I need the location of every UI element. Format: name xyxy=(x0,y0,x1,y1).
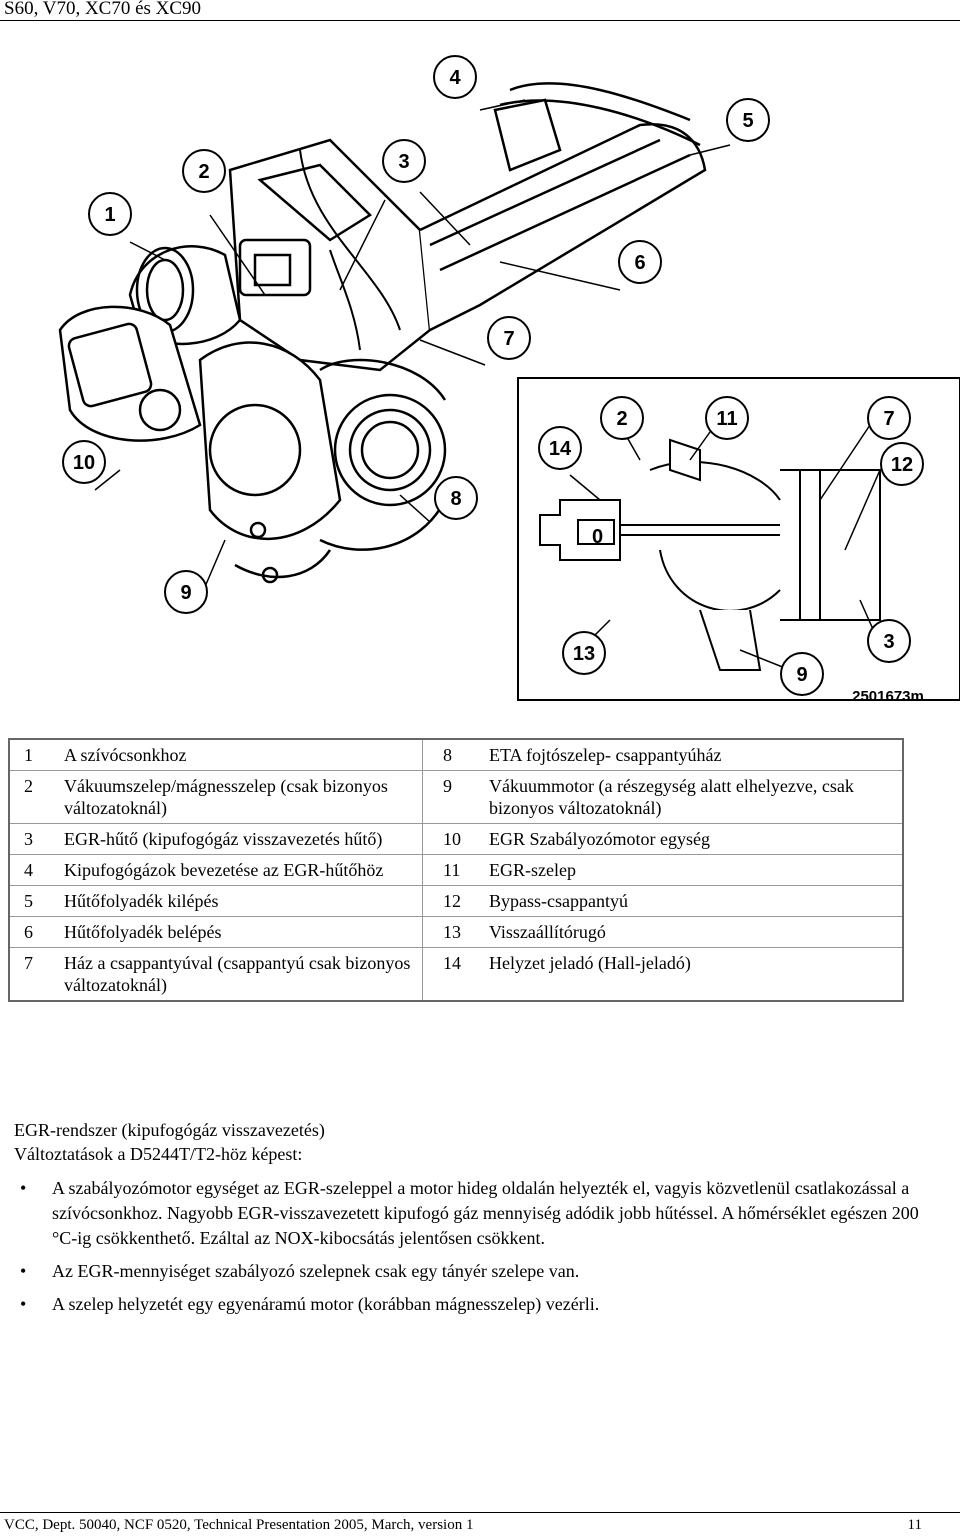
inset-callout-2: 2 xyxy=(616,408,627,430)
legend-text: EGR-szelep xyxy=(489,855,902,886)
callout-8: 8 xyxy=(450,488,461,510)
inset-callout-9: 9 xyxy=(796,664,807,686)
callout-2: 2 xyxy=(198,161,209,183)
svg-text:0: 0 xyxy=(592,526,603,548)
legend-text: Hűtőfolyadék belépés xyxy=(64,917,422,948)
legend-number: 11 xyxy=(422,855,489,886)
inset-callout-3: 3 xyxy=(883,631,894,653)
page-number: 11 xyxy=(907,1517,922,1533)
callouts-main: 1 2 3 4 5 6 7 8 9 10 xyxy=(62,55,770,614)
callouts-inset: 14 2 11 7 12 13 9 3 xyxy=(538,396,924,696)
bullet-icon: • xyxy=(20,1294,27,1314)
legend-number: 9 xyxy=(422,771,489,824)
callout-9: 9 xyxy=(180,582,191,604)
egr-drawing: 0 1 2 3 4 5 6 7 8 9 10 14 xyxy=(58,55,960,705)
bullet-icon: • xyxy=(20,1178,27,1198)
inset-callout-13: 13 xyxy=(573,643,595,665)
parts-legend-table: 1 A szívócsonkhoz 8 ETA fojtószelep- csa… xyxy=(8,738,904,1002)
legend-number: 2 xyxy=(10,771,64,824)
legend-number: 10 xyxy=(422,824,489,855)
footer-text: VCC, Dept. 50040, NCF 0520, Technical Pr… xyxy=(4,1517,474,1533)
callout-6: 6 xyxy=(634,252,645,274)
list-item: • A szelep helyzetét egy egyenáramú motor… xyxy=(14,1292,944,1317)
table-row: 2 Vákuumszelep/mágnesszelep (csak bizony… xyxy=(10,771,902,824)
legend-text: Visszaállítórugó xyxy=(489,917,902,948)
callout-10: 10 xyxy=(73,452,95,474)
legend-text: Vákuummotor (a részegység alatt elhelyez… xyxy=(489,771,902,824)
inset-callout-12: 12 xyxy=(891,454,913,476)
inset-callout-14: 14 xyxy=(549,438,572,460)
bullet-text: A szelep helyzetét egy egyenáramú motor … xyxy=(52,1294,600,1314)
legend-number: 6 xyxy=(10,917,64,948)
legend-text: Bypass-csappantyú xyxy=(489,886,902,917)
bullet-text: Az EGR-mennyiséget szabályozó szelepnek … xyxy=(52,1261,580,1281)
page-footer: VCC, Dept. 50040, NCF 0520, Technical Pr… xyxy=(0,1512,960,1536)
legend-number: 4 xyxy=(10,855,64,886)
egr-assembly-illustration: 0 1 2 3 4 5 6 7 8 9 10 14 xyxy=(0,30,960,710)
legend-text: Ház a csappantyúval (csappantyú csak biz… xyxy=(64,953,411,995)
egr-description-section: EGR-rendszer (kipufogógáz visszavezetés)… xyxy=(14,1118,944,1325)
header-title: S60, V70, XC70 és XC90 xyxy=(4,0,202,19)
legend-number: 7 xyxy=(24,953,33,973)
legend-text: Vákuumszelep/mágnesszelep (csak bizonyos… xyxy=(64,771,422,824)
list-item: • A szabályozómotor egységet az EGR-szele… xyxy=(14,1176,944,1251)
list-item: • Az EGR-mennyiséget szabályozó szelepnek… xyxy=(14,1259,944,1284)
inset-callout-11: 11 xyxy=(716,408,737,430)
legend-text: ETA fojtószelep- csappantyúház xyxy=(489,740,902,771)
legend-text: A szívócsonkhoz xyxy=(64,740,422,771)
legend-number: 13 xyxy=(422,917,489,948)
table-row: 7 Ház a csappantyúval (csappantyú csak b… xyxy=(10,948,902,1000)
table-row: 3 EGR-hűtő (kipufogógáz visszavezetés hű… xyxy=(10,824,902,855)
legend-number: 12 xyxy=(422,886,489,917)
section-title: EGR-rendszer (kipufogógáz visszavezetés) xyxy=(14,1120,325,1140)
callout-7: 7 xyxy=(503,328,514,350)
page-header: S60, V70, XC70 és XC90 xyxy=(0,0,960,21)
callout-4: 4 xyxy=(449,67,461,89)
callout-1: 1 xyxy=(104,204,115,226)
legend-text: Helyzet jeladó (Hall-jeladó) xyxy=(489,953,691,973)
inset-callout-7: 7 xyxy=(883,408,894,430)
figure-code: 2501673m xyxy=(852,688,924,705)
bullet-icon: • xyxy=(20,1261,27,1281)
legend-number: 1 xyxy=(10,740,64,771)
bullet-list: • A szabályozómotor egységet az EGR-szele… xyxy=(14,1176,944,1317)
table-row: 6 Hűtőfolyadék belépés 13 Visszaállítóru… xyxy=(10,917,902,948)
header-rule xyxy=(0,20,960,21)
legend-number: 3 xyxy=(10,824,64,855)
callout-5: 5 xyxy=(742,110,753,132)
legend-number: 5 xyxy=(10,886,64,917)
legend-text: EGR-hűtő (kipufogógáz visszavezetés hűtő… xyxy=(64,824,422,855)
footer-rule xyxy=(0,1512,960,1513)
bullet-text: A szabályozómotor egységet az EGR-szelep… xyxy=(52,1178,919,1248)
legend-number: 8 xyxy=(422,740,489,771)
table-row: 4 Kipufogógázok bevezetése az EGR-hűtőhö… xyxy=(10,855,902,886)
section-subtitle: Változtatások a D5244T/T2-höz képest: xyxy=(14,1144,303,1164)
legend-number: 14 xyxy=(422,948,489,1000)
table-row: 5 Hűtőfolyadék kilépés 12 Bypass-csappan… xyxy=(10,886,902,917)
callout-3: 3 xyxy=(398,151,409,173)
table-row: 1 A szívócsonkhoz 8 ETA fojtószelep- csa… xyxy=(10,740,902,771)
legend-text: Hűtőfolyadék kilépés xyxy=(64,886,422,917)
legend-text: EGR Szabályozómotor egység xyxy=(489,824,902,855)
legend-text: Kipufogógázok bevezetése az EGR-hűtőhöz xyxy=(64,855,422,886)
